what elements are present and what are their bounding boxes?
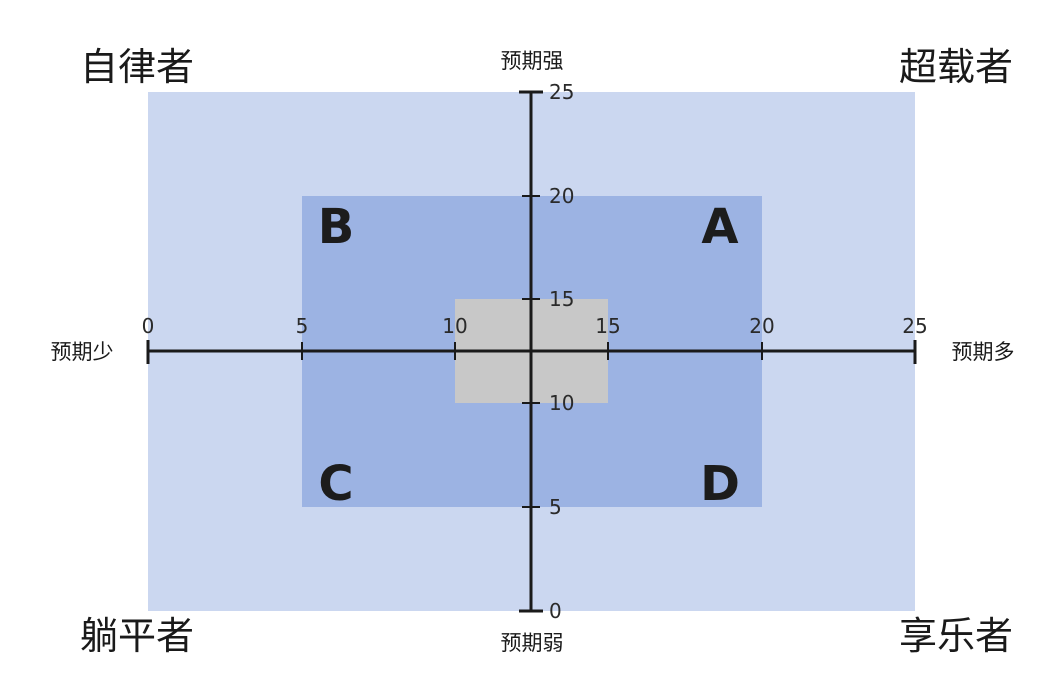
- corner-bottom-right-label: 享乐者: [899, 614, 1013, 658]
- y-tick-label-0: 0: [549, 599, 562, 623]
- x-axis-left-label: 预期少: [51, 340, 114, 364]
- corner-top-left-label: 自律者: [80, 45, 194, 89]
- corner-bottom-left-label: 躺平者: [80, 614, 194, 658]
- y-axis-top-label: 预期强: [501, 49, 564, 73]
- region-label-a: A: [701, 199, 738, 255]
- y-tick-label-15: 15: [549, 287, 574, 311]
- corner-top-right-label: 超载者: [899, 45, 1013, 89]
- region-label-c: C: [318, 456, 353, 512]
- region-label-b: B: [318, 199, 355, 255]
- y-tick-label-5: 5: [549, 495, 562, 519]
- x-tick-label-20: 20: [749, 314, 774, 338]
- x-tick-label-5: 5: [296, 314, 309, 338]
- y-tick-label-10: 10: [549, 391, 574, 415]
- x-tick-label-15: 15: [595, 314, 620, 338]
- x-tick-label-25: 25: [902, 314, 927, 338]
- y-tick-label-25: 25: [549, 80, 574, 104]
- region-label-d: D: [700, 456, 740, 512]
- y-tick-label-20: 20: [549, 184, 574, 208]
- x-axis-right-label: 预期多: [952, 340, 1015, 364]
- x-tick-label-10: 10: [442, 314, 467, 338]
- x-tick-label-0: 0: [142, 314, 155, 338]
- y-axis-bottom-label: 预期弱: [501, 631, 564, 655]
